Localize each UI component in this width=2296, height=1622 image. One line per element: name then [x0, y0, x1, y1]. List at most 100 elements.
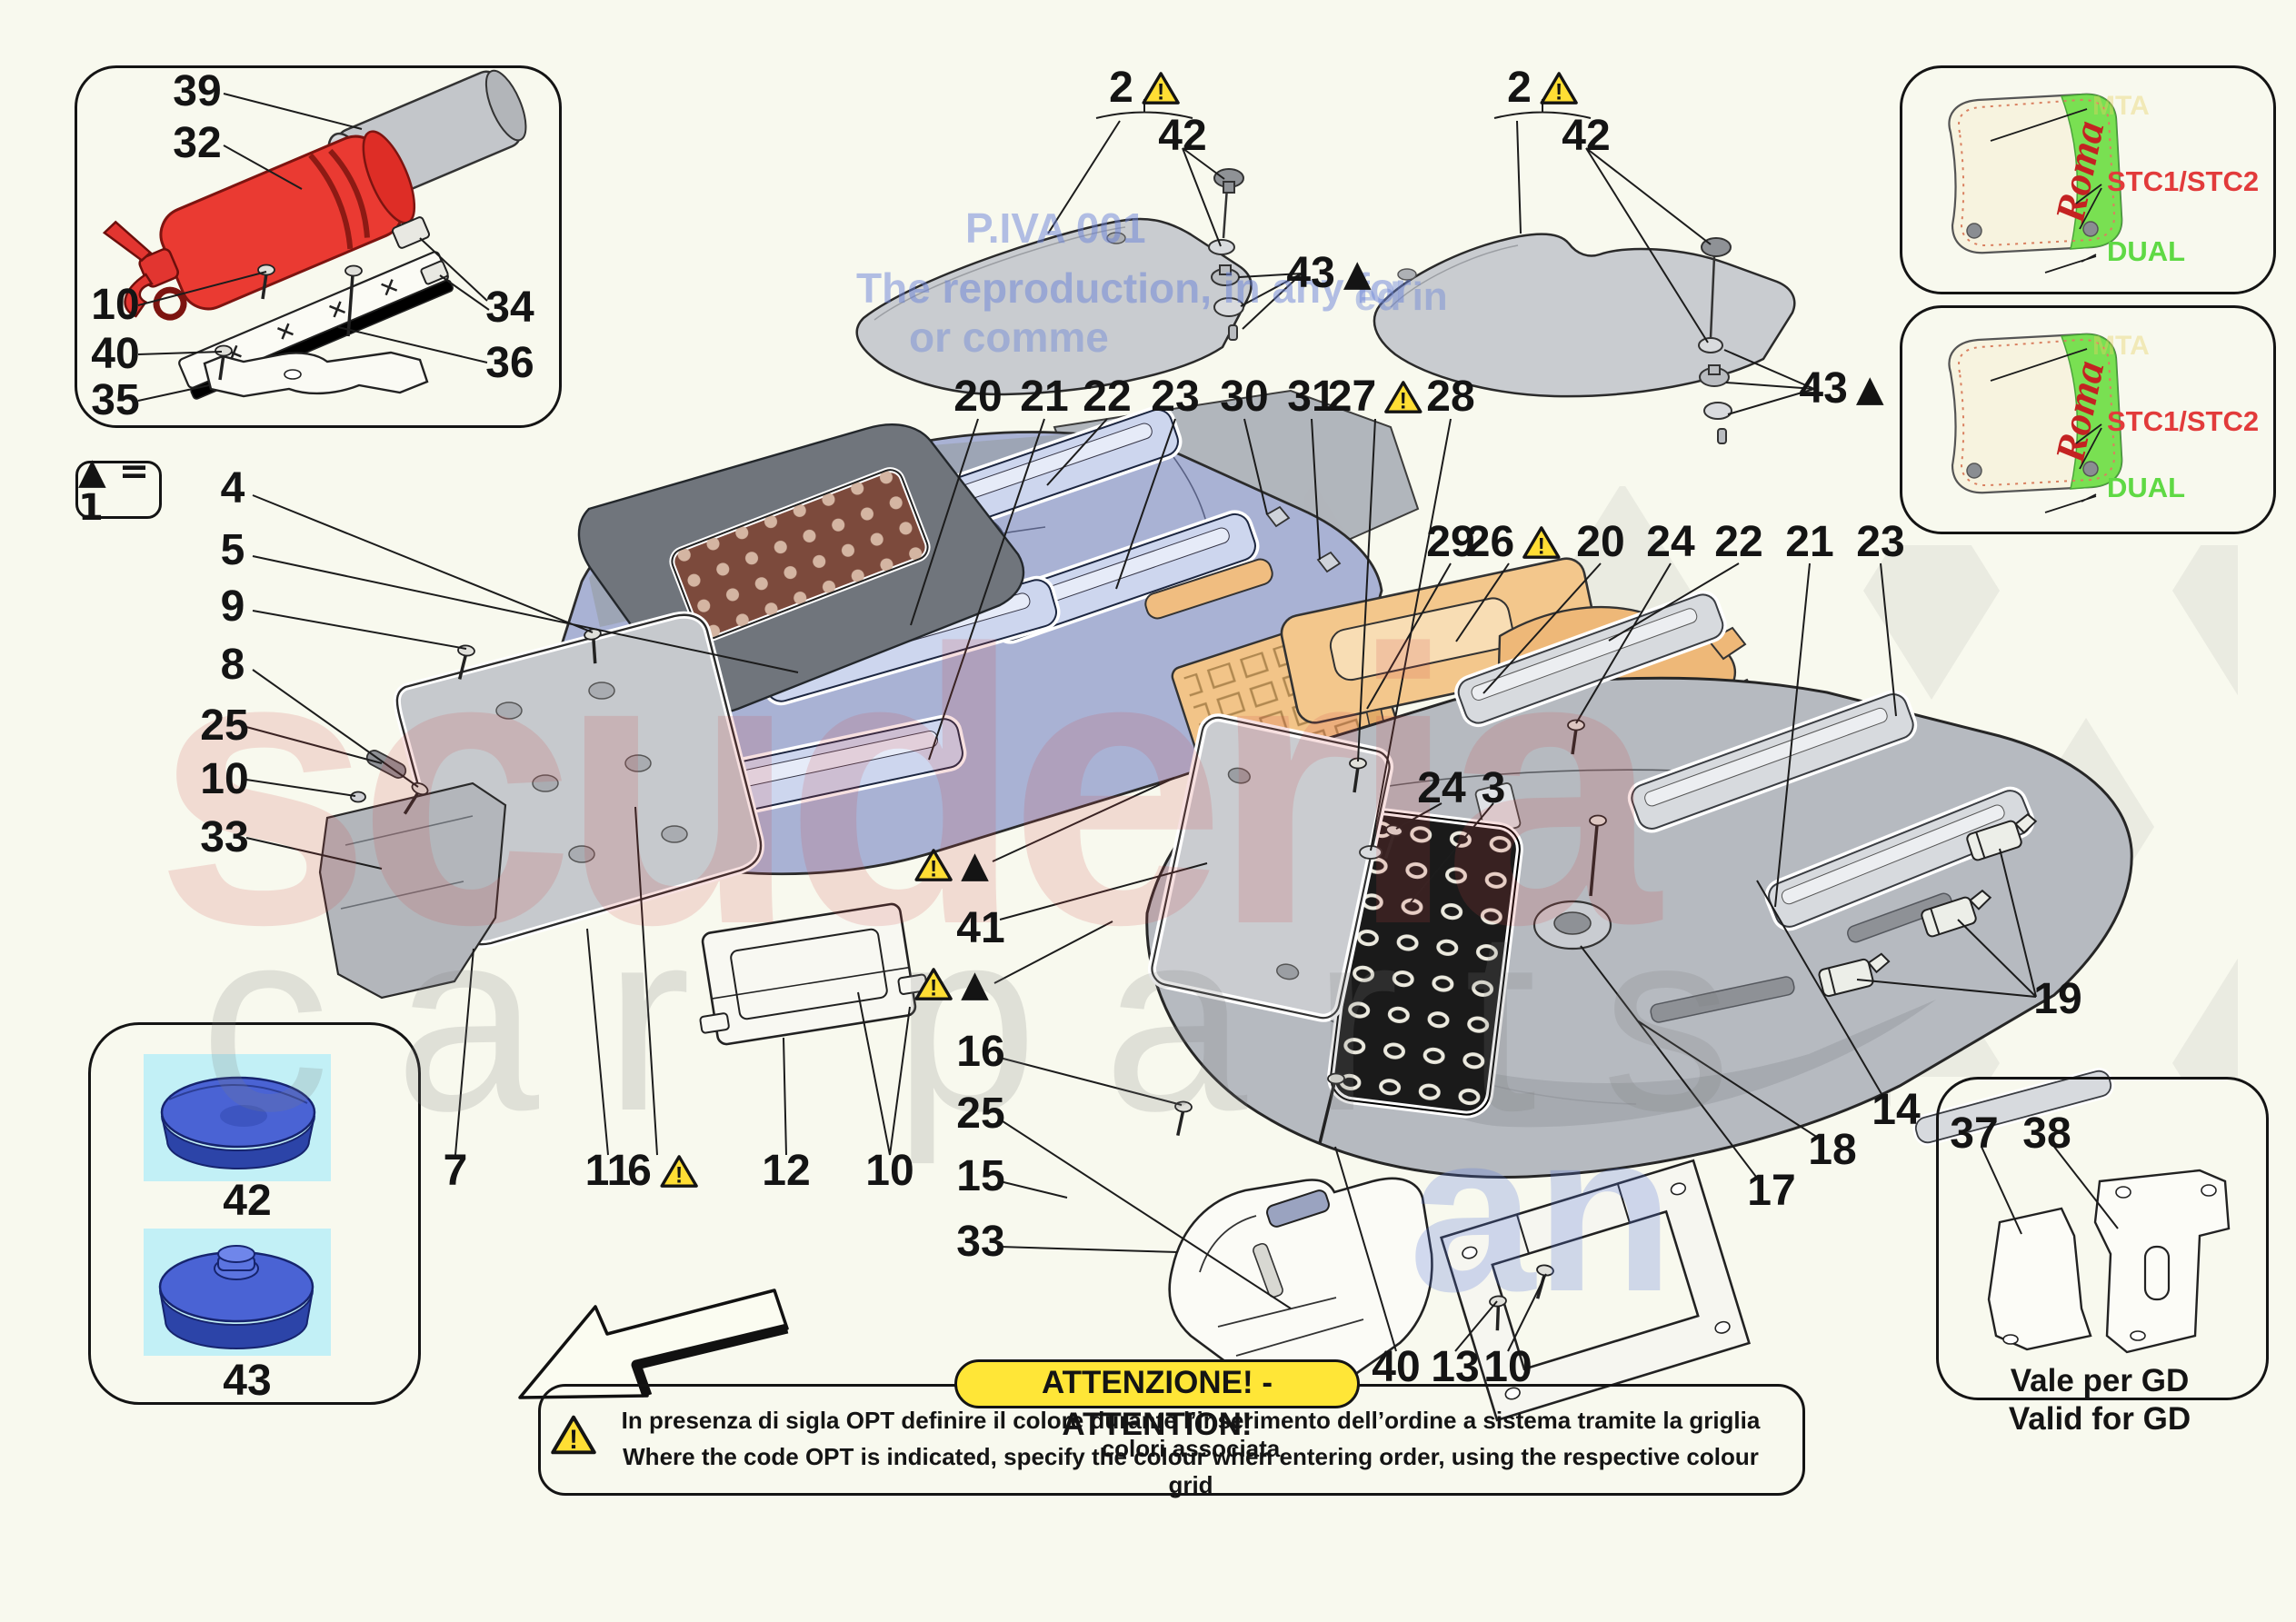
triangle-icon: ▲	[1855, 368, 1884, 410]
callout-31: 31	[1287, 373, 1336, 421]
gd-caption-en: Valid for GD	[2008, 1401, 2191, 1437]
callout-37: 37	[1950, 1110, 1999, 1158]
gd-box	[1936, 1077, 2269, 1400]
callout-13: 13	[1431, 1343, 1480, 1391]
callout-28: 28	[1426, 373, 1475, 421]
mat-option-box-2	[1900, 305, 2276, 534]
callout-39: 39	[173, 67, 222, 115]
callout-26: 26!	[1466, 521, 1561, 564]
callout-5: 5	[220, 526, 245, 574]
triangle-icon: ▲	[961, 844, 989, 886]
callout-24: 24	[1417, 764, 1466, 812]
warning-icon: !	[914, 968, 953, 1000]
callout-18: 18	[1808, 1126, 1857, 1174]
callout-16: 16	[956, 1028, 1005, 1076]
svg-text:!: !	[1538, 534, 1545, 559]
callout-40: 40	[1372, 1343, 1421, 1391]
mat-fasteners-left	[1208, 168, 1244, 341]
plugs-box	[88, 1022, 421, 1405]
callout-30: 30	[1220, 373, 1269, 421]
triangle-icon: ▲	[1343, 253, 1372, 294]
callout-11: 11	[584, 1147, 632, 1195]
callout-23: 23	[1151, 373, 1200, 421]
attention-line-italian: In presenza di sigla OPT definire il col…	[621, 1407, 1761, 1463]
callout-35: 35	[91, 376, 140, 424]
floor-mat-right	[1373, 233, 1796, 398]
floor-mat-left	[855, 217, 1253, 396]
warning-icon: !	[914, 849, 953, 881]
callout-20: 20	[953, 373, 1003, 421]
warning-icon: !	[660, 1155, 698, 1188]
callout-4: 4	[220, 464, 245, 512]
callout-24: 24	[1646, 518, 1695, 566]
callout-34: 34	[485, 284, 534, 332]
leader-lines	[137, 93, 2119, 1352]
callout-33: 33	[956, 1218, 1005, 1266]
plug-images	[144, 1054, 331, 1356]
callout-19: 19	[2033, 975, 2082, 1023]
mat2-stc-label: STC1/STC2	[2107, 405, 2260, 437]
svg-text:!: !	[1555, 80, 1562, 104]
callout-25: 25	[200, 702, 249, 750]
attention-warning-icon: !	[551, 1415, 596, 1455]
callout-29: 29	[1426, 518, 1475, 566]
plug-42-drawing	[160, 1076, 316, 1169]
warning-icon: !	[1384, 381, 1423, 413]
callout-6: 6!	[627, 1149, 698, 1193]
callout-22: 22	[1714, 518, 1763, 566]
mat1-faint-label: MTA	[2092, 91, 2150, 121]
callout-41: 41	[956, 904, 1005, 952]
callout-10: 10	[200, 755, 249, 803]
callout-42: 42	[223, 1177, 272, 1225]
callout-15: 15	[956, 1152, 1005, 1200]
callout-36: 36	[485, 339, 534, 387]
svg-text:!: !	[1400, 389, 1407, 413]
option-mat-drawing: Roma	[1948, 93, 2123, 274]
gd-brackets	[1987, 1169, 2231, 1354]
callout-2: 2!	[1109, 66, 1180, 110]
callout-25: 25	[956, 1090, 1005, 1138]
mat2-dual-label: DUAL	[2107, 472, 2186, 503]
callout-33: 33	[200, 813, 249, 861]
callout-43: 43▲	[1799, 364, 1884, 413]
svg-text:!: !	[1157, 80, 1164, 104]
footrest-plate	[1327, 808, 1523, 1119]
carpet-clips	[1818, 812, 2038, 998]
callout-23: 23	[1856, 518, 1905, 566]
warning-icon: !	[1540, 72, 1578, 104]
plug-43-drawing	[158, 1245, 314, 1349]
callout-21: 21	[1785, 518, 1834, 566]
callout-14: 14	[1872, 1086, 1921, 1134]
callout-3: 3	[1481, 764, 1506, 812]
sill-rail-trims-right	[1454, 590, 2114, 1146]
callout-38: 38	[2022, 1110, 2071, 1158]
fire-extinguisher-drawing	[102, 69, 527, 400]
callout-42: 42	[1562, 112, 1611, 160]
callout-21: 21	[1020, 373, 1069, 421]
svg-text:!: !	[930, 857, 937, 881]
callout-8: 8	[220, 641, 245, 689]
mat-option-box-1	[1900, 65, 2276, 294]
mat2-faint-label: MTA	[2092, 331, 2150, 361]
legend-text: ▲ = 1	[78, 451, 150, 529]
callout-43: 43▲	[1286, 249, 1372, 297]
support-frame-bracket	[1440, 1159, 1751, 1422]
svg-text:!: !	[930, 976, 937, 1000]
callout-9: 9	[220, 582, 245, 631]
legend-box: ▲ = 1	[75, 453, 162, 526]
callout-12: 12	[762, 1147, 811, 1195]
callout-20: 20	[1576, 518, 1625, 566]
callout-43: 43	[223, 1357, 272, 1405]
callout-10: 10	[91, 281, 140, 329]
extinguisher-box	[75, 65, 562, 428]
side-panel-and-plates	[318, 423, 1025, 1000]
callout-17: 17	[1747, 1167, 1796, 1215]
svg-text:!: !	[675, 1163, 683, 1188]
mat1-dual-label: DUAL	[2107, 235, 2186, 267]
attention-banner: ATTENZIONE! - ATTENTION!	[954, 1359, 1360, 1442]
warning-icon: !	[1142, 72, 1180, 104]
warning-icon: !	[1522, 526, 1561, 559]
